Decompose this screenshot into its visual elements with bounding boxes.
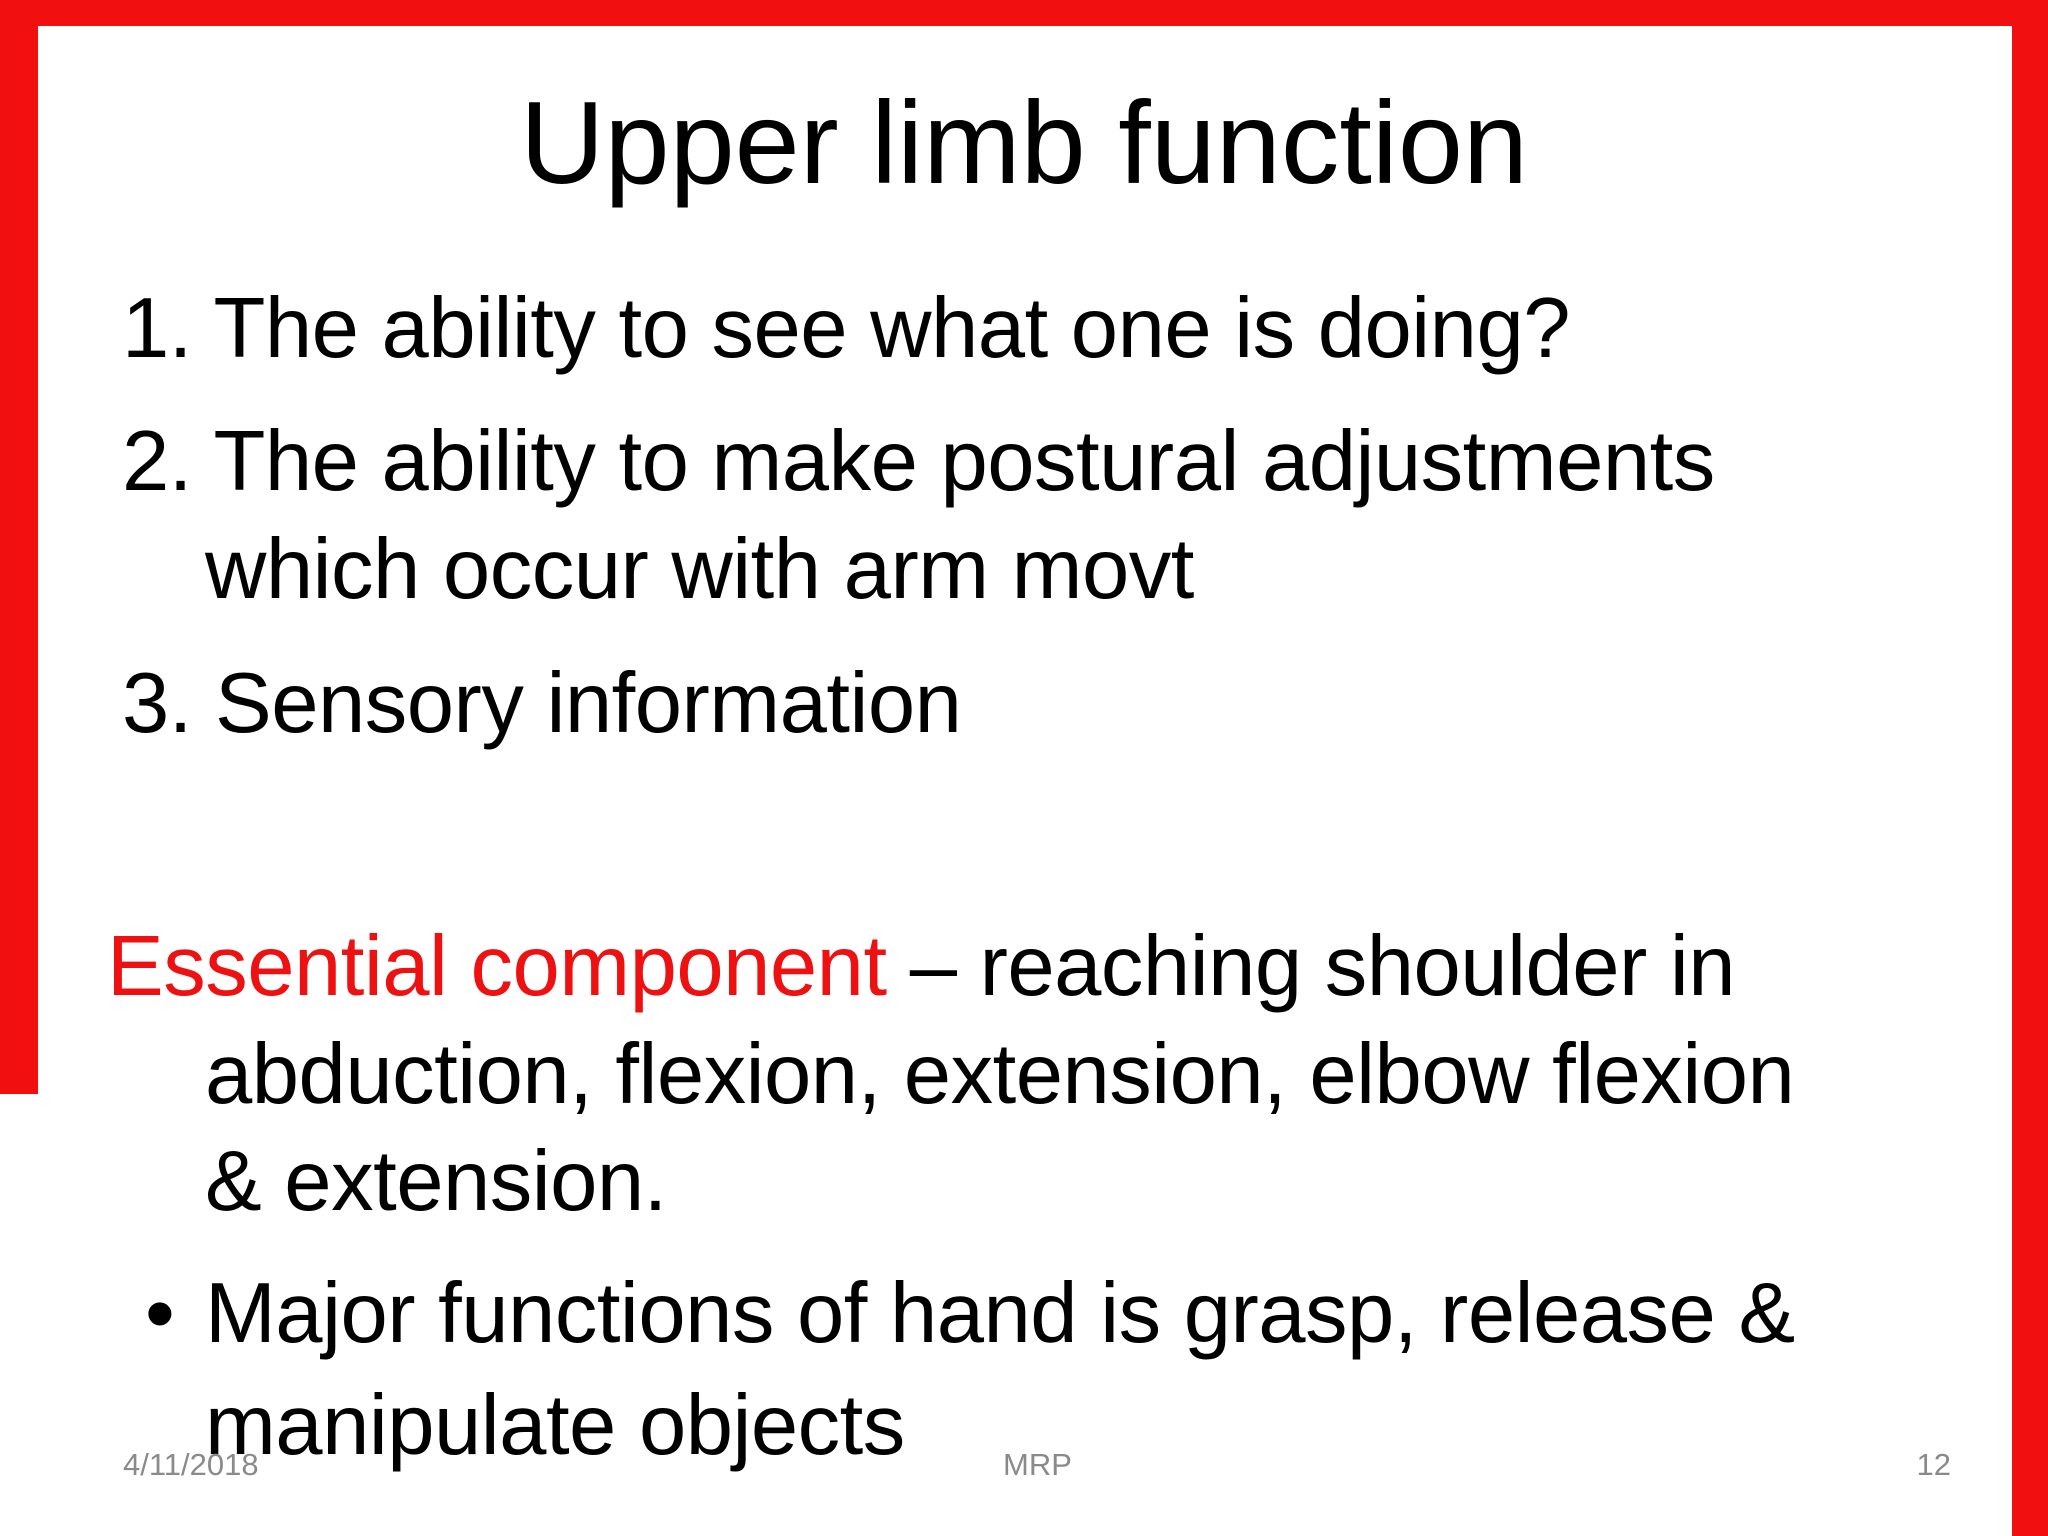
numbered-item-3: 3. Sensory information <box>122 656 962 751</box>
numbered-item-2-continuation: which occur with arm movt <box>205 522 1194 617</box>
slide-title: Upper limb function <box>520 77 1528 208</box>
numbered-item-2: 2. The ability to make postural adjustme… <box>122 414 1715 509</box>
red-border-right <box>2012 0 2048 1536</box>
essential-component-line: Essential component – reaching shoulder … <box>107 924 1736 1009</box>
footer-page-number: 12 <box>1916 1447 1951 1482</box>
bullet-item-line-2: manipulate objects <box>205 1378 905 1473</box>
essential-component-continuation-1: abduction, flexion, extension, elbow fle… <box>205 1027 1795 1122</box>
essential-component-continuation-2: & extension. <box>205 1134 667 1229</box>
footer-author: MRP <box>1003 1447 1072 1482</box>
red-border-left <box>0 0 38 1094</box>
bullet-item-line-1: Major functions of hand is grasp, releas… <box>205 1266 1795 1361</box>
bullet-icon: • <box>145 1266 175 1361</box>
red-border-top <box>0 0 2048 26</box>
essential-component-highlight: Essential component <box>107 919 887 1014</box>
footer-date: 4/11/2018 <box>123 1447 259 1482</box>
numbered-item-1: 1. The ability to see what one is doing? <box>122 281 1571 376</box>
essential-component-rest: – reaching shoulder in <box>886 919 1736 1014</box>
